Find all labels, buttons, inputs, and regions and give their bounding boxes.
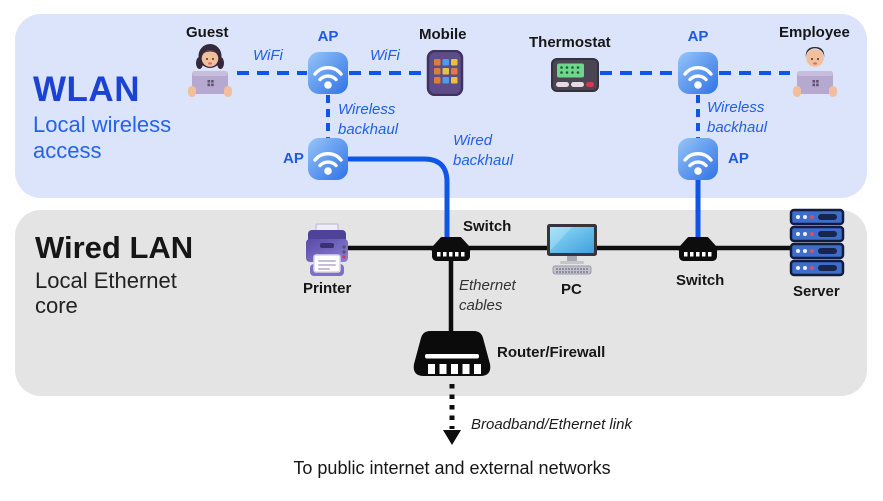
access-point-bottom-right-icon (677, 137, 719, 186)
employee-person-icon (788, 42, 842, 105)
thermostat-label: Thermostat (529, 34, 611, 51)
printer-icon (300, 222, 354, 283)
access-point-top-right-icon (677, 51, 719, 100)
ap-top-right-label: AP (687, 28, 709, 45)
wireless-backhaul-label-left: Wireless backhaul (338, 101, 399, 138)
access-point-bottom-left-icon (307, 137, 349, 186)
pc-icon (545, 222, 599, 281)
switch1-icon (429, 236, 473, 269)
ap-top-left-label: AP (317, 28, 339, 45)
wlan-subtitle: Local wireless access (33, 112, 172, 163)
wifi-link-label-right: WiFi (370, 47, 400, 64)
router-firewall-label: Router/Firewall (497, 344, 606, 361)
server-label: Server (793, 283, 840, 300)
employee-label: Employee (779, 24, 850, 41)
guest-label: Guest (186, 24, 229, 41)
ap-bottom-right-label: AP (728, 150, 749, 167)
switch2-label: Switch (676, 272, 725, 289)
switch2-icon (676, 236, 720, 269)
access-point-top-left-icon (307, 51, 349, 100)
mobile-phone-icon (424, 49, 466, 101)
ethernet-cables-label: Ethernet cables (459, 277, 516, 314)
wireless-backhaul-label-right: Wireless backhaul (707, 99, 768, 136)
wired-lan-subtitle: Local Ethernet core (35, 268, 177, 319)
broadband-link-label: Broadband/Ethernet link (471, 416, 632, 433)
wired-backhaul-label: Wired backhaul (453, 132, 514, 169)
wlan-title: WLAN (33, 70, 140, 109)
printer-label: Printer (303, 280, 352, 297)
wired-lan-title: Wired LAN (35, 230, 194, 265)
ap-bottom-left-label: AP (283, 150, 304, 167)
wifi-link-label-left: WiFi (253, 47, 283, 64)
switch1-label: Switch (463, 218, 512, 235)
mobile-label: Mobile (419, 26, 467, 43)
router-firewall-icon (409, 327, 495, 388)
footer-caption: To public internet and external networks (293, 458, 611, 478)
thermostat-icon (551, 58, 599, 97)
guest-person-icon (183, 42, 237, 105)
server-rack-icon (788, 208, 846, 283)
pc-label: PC (561, 281, 582, 298)
